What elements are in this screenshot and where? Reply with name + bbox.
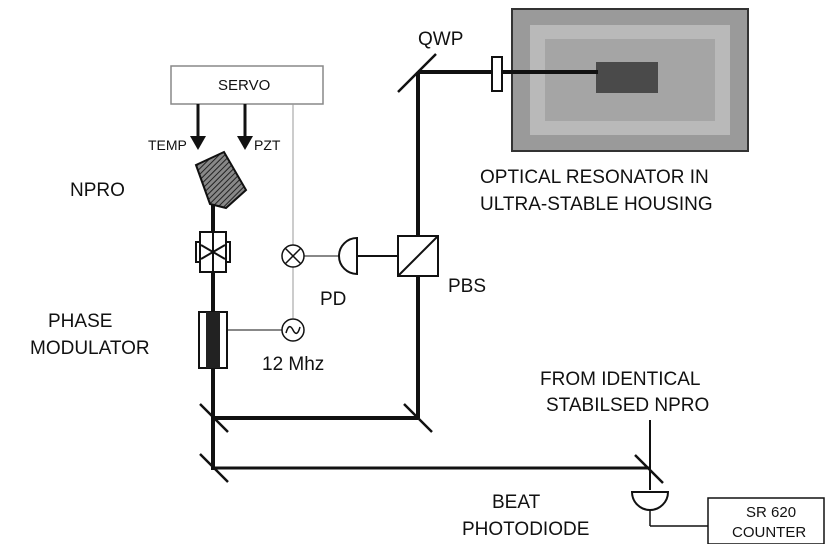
polarizing-beam-splitter xyxy=(397,235,439,277)
counter-box xyxy=(707,497,825,544)
bottom-left-mirror xyxy=(199,453,229,483)
pbs-label: PBS xyxy=(448,276,486,297)
mirrors xyxy=(199,53,664,484)
phase-modulator-label-2: MODULATOR xyxy=(30,338,150,359)
pzt-label: PZT xyxy=(254,137,281,153)
phase-modulator xyxy=(198,311,228,369)
photodiode-icon xyxy=(338,236,398,276)
beat-photodiode-icon xyxy=(630,491,708,527)
oscillator-icon xyxy=(281,318,305,342)
frequency-label: 12 Mhz xyxy=(262,354,324,375)
top-mirror xyxy=(397,53,437,93)
faraday-isolator xyxy=(195,231,231,273)
quarter-wave-plate xyxy=(491,56,503,92)
identical-npro-label-1: FROM IDENTICAL xyxy=(540,369,700,390)
servo-label: SERVO xyxy=(218,77,270,94)
resonator-label-2: ULTRA-STABLE HOUSING xyxy=(480,194,713,215)
counter-label-2: COUNTER xyxy=(732,524,806,541)
npro-label: NPRO xyxy=(70,180,125,201)
beam-combiner xyxy=(634,454,664,484)
beat-label-2: PHOTODIODE xyxy=(462,519,589,540)
temp-label: TEMP xyxy=(148,137,187,153)
counter-label-1: SR 620 xyxy=(746,504,796,521)
npro-laser xyxy=(194,150,248,210)
identical-npro-label-2: STABILSED NPRO xyxy=(546,395,709,416)
resonator-cavity xyxy=(596,62,658,93)
mixer-icon xyxy=(281,244,305,268)
servo-box xyxy=(170,65,324,105)
lower-right-mirror xyxy=(403,403,433,433)
resonator-housing xyxy=(511,8,749,152)
phase-modulator-label-1: PHASE xyxy=(48,311,112,332)
qwp-label: QWP xyxy=(418,29,463,50)
resonator-label-1: OPTICAL RESONATOR IN xyxy=(480,167,709,188)
lower-left-mirror xyxy=(199,403,229,433)
servo-outputs xyxy=(190,104,253,150)
pd-label: PD xyxy=(320,289,346,310)
beat-label-1: BEAT xyxy=(492,492,541,513)
